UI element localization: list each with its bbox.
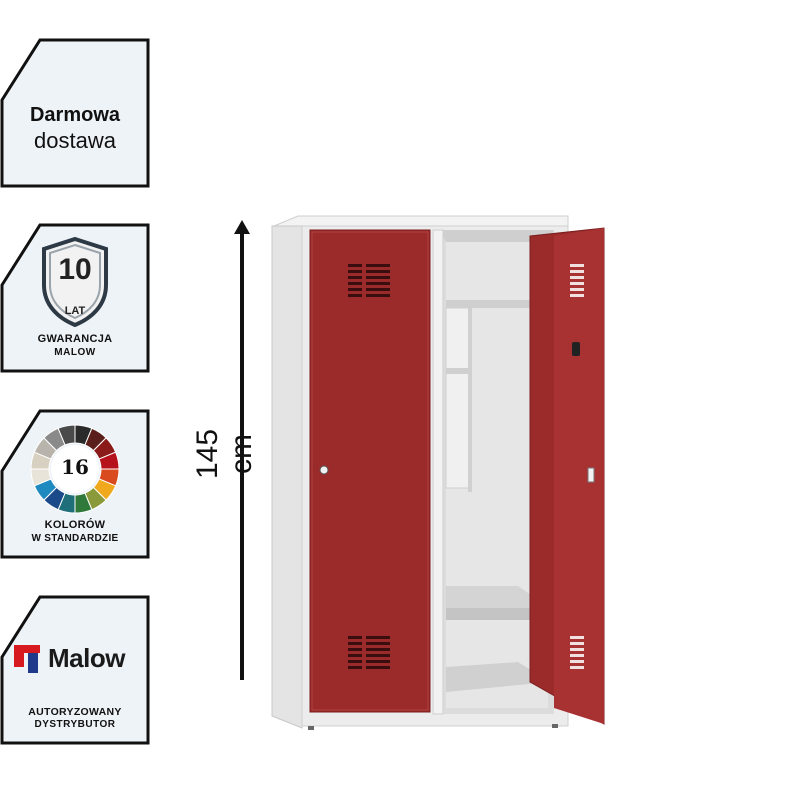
colors-line1: KOLORÓW xyxy=(44,519,106,531)
free-delivery-badge: Darmowa dostawa xyxy=(0,38,150,188)
colors-count: 16 xyxy=(61,455,89,479)
colors-line2: W STANDARDZIE xyxy=(31,533,119,544)
warranty-unit: LAT xyxy=(64,305,86,317)
color-wheel-segment xyxy=(57,424,76,446)
delivery-line1: Darmowa xyxy=(29,104,121,126)
right-door-open xyxy=(529,227,605,725)
badge-frame xyxy=(0,38,150,188)
latch-icon xyxy=(587,467,595,483)
handle-icon xyxy=(572,342,580,356)
warranty-years: 10 xyxy=(58,253,92,286)
locker-product-image xyxy=(271,215,605,730)
warranty-line1: GWARANCJA xyxy=(37,333,113,345)
shield-icon xyxy=(42,236,108,328)
height-arrow-icon xyxy=(234,220,250,680)
left-door xyxy=(309,229,431,713)
color-wheel-center xyxy=(51,445,99,493)
color-wheel-icon xyxy=(30,424,120,514)
height-dimension-label: 145 cm xyxy=(191,428,258,480)
brand-line1: AUTORYZOWANY xyxy=(28,706,122,718)
badge-frame xyxy=(0,223,150,373)
malow-logo-icon xyxy=(14,645,40,673)
warranty-badge: 10 LAT GWARANCJA MALOW xyxy=(0,223,150,373)
badge-frame xyxy=(0,409,150,559)
brand-name: Malow xyxy=(48,643,125,673)
badge-frame xyxy=(0,595,150,745)
lock-icon xyxy=(319,465,329,475)
brand-badge: Malow AUTORYZOWANY DYSTRYBUTOR xyxy=(0,595,150,745)
vent-bottom xyxy=(348,636,390,669)
vent-top xyxy=(348,264,390,297)
warranty-line2: MALOW xyxy=(54,347,96,358)
colors-badge: 16 KOLORÓW W STANDARDZIE xyxy=(0,409,150,559)
delivery-line2: dostawa xyxy=(34,128,116,153)
brand-line2: DYSTRYBUTOR xyxy=(34,719,116,730)
